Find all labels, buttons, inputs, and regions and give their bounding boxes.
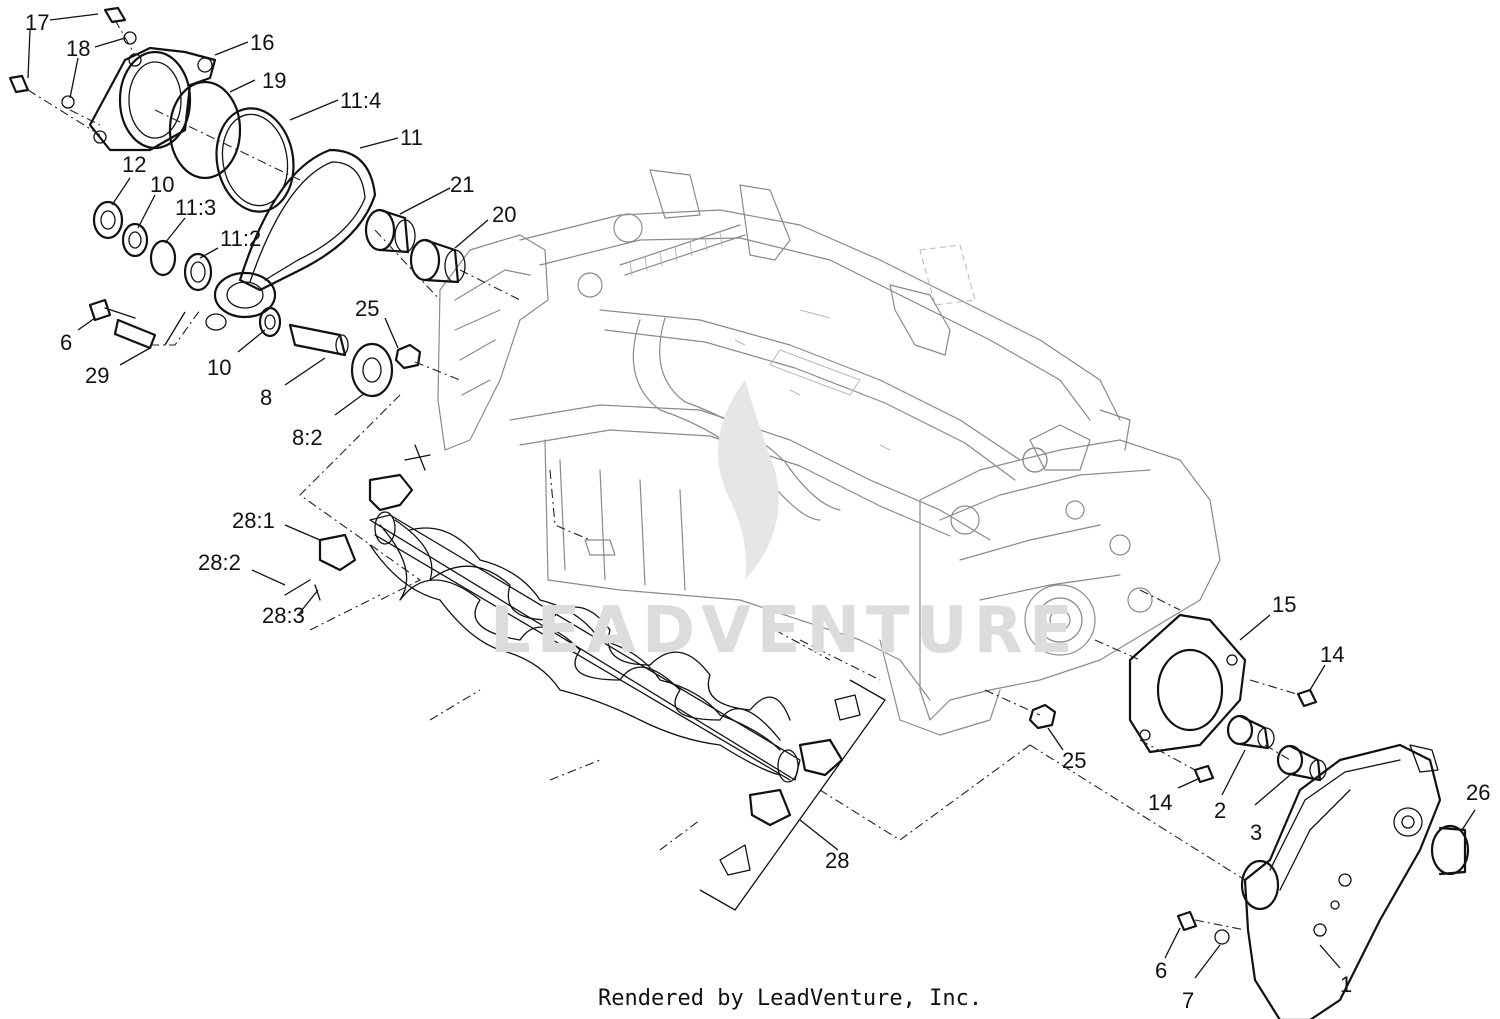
callout-11-3: 11:3 bbox=[175, 195, 216, 220]
callout-14-top: 14 bbox=[1320, 642, 1344, 667]
render-credit: Rendered by LeadVenture, Inc. bbox=[598, 986, 982, 1011]
callout-18: 18 bbox=[66, 36, 90, 61]
callout-1: 1 bbox=[1340, 972, 1352, 997]
callout-2: 2 bbox=[1214, 798, 1226, 823]
callout-14-bottom: 14 bbox=[1148, 790, 1172, 815]
callout-28-1: 28:1 bbox=[232, 508, 275, 533]
seal-11-4-inner bbox=[221, 113, 289, 207]
callout-29: 29 bbox=[85, 363, 109, 388]
o-ring-19 bbox=[168, 80, 242, 180]
flange-housing-16 bbox=[88, 46, 217, 152]
callout-6-lower: 6 bbox=[1155, 958, 1167, 983]
screw-14-top bbox=[1296, 688, 1318, 708]
callout-19: 19 bbox=[262, 68, 286, 93]
callout-11-2: 11:2 bbox=[220, 226, 261, 251]
callout-11-4: 11:4 bbox=[340, 88, 381, 113]
screws-17 bbox=[8, 6, 137, 109]
bearings-left bbox=[92, 200, 282, 338]
callout-labels: 17 18 16 19 11:4 11 12 10 11:3 11:2 21 2… bbox=[25, 10, 1490, 1013]
bolt-6-and-pin-29 bbox=[88, 298, 227, 350]
gearbox-1 bbox=[1240, 743, 1442, 1019]
screw-14-bottom bbox=[1193, 764, 1215, 784]
callout-26: 26 bbox=[1466, 780, 1490, 805]
callout-25-lower: 25 bbox=[1062, 748, 1086, 773]
callout-17: 17 bbox=[25, 10, 49, 35]
watermark-text: LEADVENTURE bbox=[490, 594, 1079, 668]
cap-26 bbox=[1430, 824, 1470, 876]
callout-11: 11 bbox=[400, 125, 423, 150]
callout-20: 20 bbox=[492, 202, 516, 227]
belt-drive-11 bbox=[213, 148, 377, 319]
seal-11-4 bbox=[215, 107, 295, 213]
reel-frame-assembly bbox=[437, 169, 1221, 736]
callout-10-top: 10 bbox=[150, 172, 174, 197]
callout-8-2: 8:2 bbox=[292, 425, 323, 450]
callout-7: 7 bbox=[1182, 988, 1194, 1013]
bushing-2 bbox=[1226, 714, 1275, 750]
bolt-6-lower bbox=[1176, 910, 1198, 932]
nut-25-top bbox=[394, 343, 422, 370]
bracket-28 bbox=[699, 679, 886, 911]
clamp-28-1 bbox=[284, 444, 431, 601]
clamp-28 bbox=[719, 694, 861, 876]
callout-28-2: 28:2 bbox=[198, 550, 241, 575]
callout-16: 16 bbox=[250, 30, 274, 55]
callout-21: 21 bbox=[450, 172, 474, 197]
bushing-3 bbox=[1276, 744, 1327, 782]
assembly-lines bbox=[27, 19, 1301, 931]
bushing-21 bbox=[364, 208, 416, 254]
callout-6-top: 6 bbox=[60, 330, 72, 355]
nut-25-lower bbox=[1028, 703, 1057, 730]
bearing-8-2 bbox=[350, 342, 394, 398]
callout-10-bottom: 10 bbox=[207, 355, 231, 380]
watermark: LEADVENTURE bbox=[490, 380, 1079, 668]
callout-28: 28 bbox=[825, 848, 849, 873]
callout-15: 15 bbox=[1272, 592, 1296, 617]
callout-8: 8 bbox=[260, 385, 272, 410]
reel-cylinder bbox=[369, 511, 801, 783]
shaft-8 bbox=[288, 323, 349, 357]
callout-3: 3 bbox=[1250, 820, 1262, 845]
callout-25-top: 25 bbox=[355, 296, 379, 321]
leader-lines bbox=[27, 13, 1476, 979]
callout-28-3: 28:3 bbox=[262, 603, 305, 628]
washer-7 bbox=[1214, 929, 1230, 945]
cover-plate-15 bbox=[1128, 613, 1247, 754]
bracket-29 bbox=[164, 311, 186, 346]
bushing-20 bbox=[409, 238, 466, 284]
callout-12: 12 bbox=[122, 152, 146, 177]
